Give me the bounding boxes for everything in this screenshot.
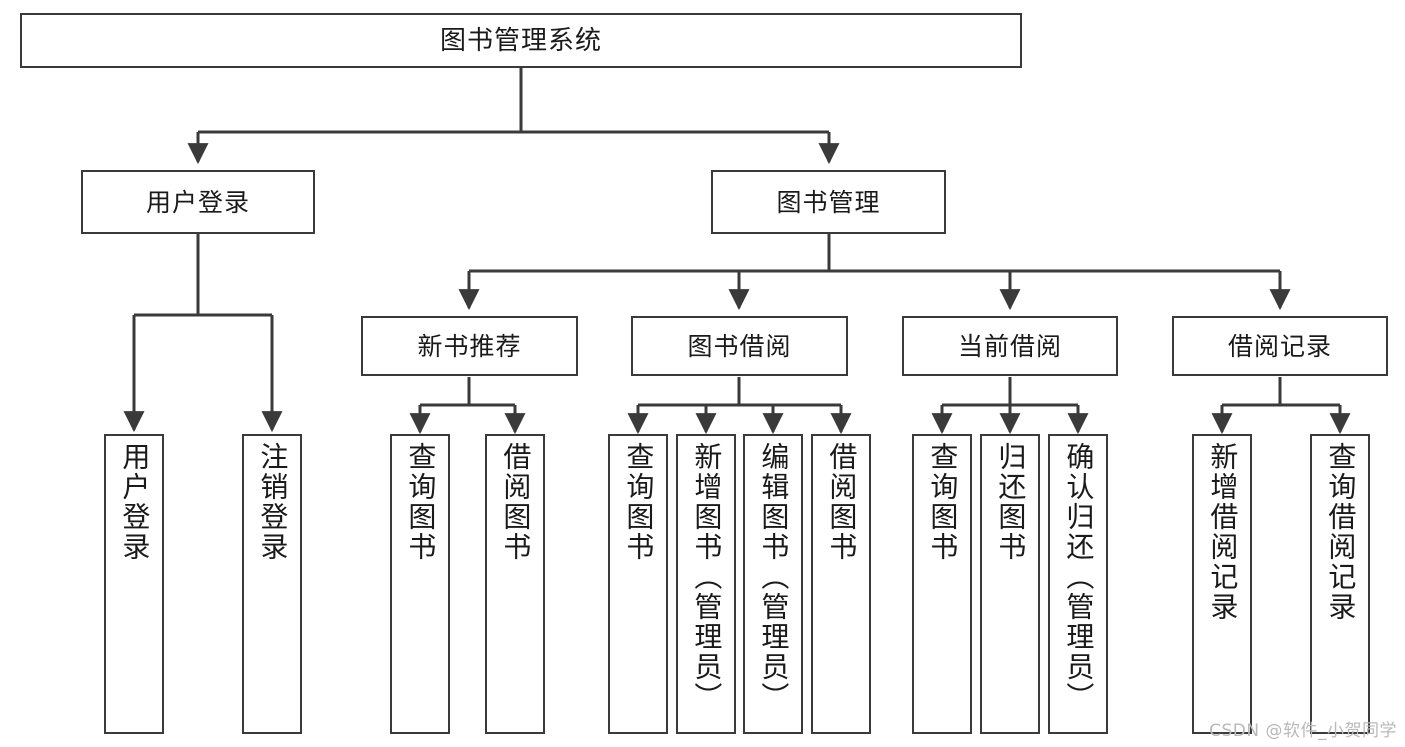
node-label: 图书管理系统	[439, 25, 602, 56]
node-label: 注销登录	[256, 442, 290, 562]
node-user-login[interactable]: 用户登录	[81, 170, 315, 234]
node-book-management[interactable]: 图书管理	[711, 170, 946, 234]
leaf-borrow-record-query[interactable]: 查询借阅记录	[1310, 434, 1370, 734]
leaf-book-borrow-add[interactable]: 新增图书（管理员）	[676, 434, 736, 734]
leaf-book-borrow-edit[interactable]: 编辑图书（管理员）	[743, 434, 803, 734]
leaf-book-borrow-borrow[interactable]: 借阅图书	[811, 434, 871, 734]
node-label: 借阅图书	[499, 442, 533, 562]
node-label: 编辑图书（管理员）	[757, 442, 791, 712]
node-current-borrow[interactable]: 当前借阅	[902, 316, 1118, 376]
leaf-new-book-borrow[interactable]: 借阅图书	[485, 434, 545, 734]
leaf-user-login-logout[interactable]: 注销登录	[242, 434, 302, 734]
node-borrow-records[interactable]: 借阅记录	[1172, 316, 1388, 376]
leaf-current-borrow-return[interactable]: 归还图书	[980, 434, 1040, 734]
leaf-borrow-record-add[interactable]: 新增借阅记录	[1192, 434, 1252, 734]
leaf-new-book-query[interactable]: 查询图书	[390, 434, 450, 734]
node-label: 图书管理	[776, 187, 881, 217]
node-label: 图书借阅	[687, 331, 792, 361]
node-root-book-management-system[interactable]: 图书管理系统	[20, 13, 1022, 68]
node-book-borrow[interactable]: 图书借阅	[631, 316, 848, 376]
node-label: 借阅图书	[825, 442, 859, 562]
node-label: 查询借阅记录	[1324, 442, 1358, 622]
node-label: 归还图书	[994, 442, 1028, 562]
node-label: 查询图书	[622, 442, 656, 562]
leaf-current-borrow-query[interactable]: 查询图书	[912, 434, 972, 734]
leaf-book-borrow-query[interactable]: 查询图书	[608, 434, 668, 734]
node-label: 用户登录	[145, 187, 250, 217]
node-label: 确认归还（管理员）	[1062, 442, 1096, 712]
node-label: 新增借阅记录	[1206, 442, 1240, 622]
node-label: 借阅记录	[1227, 331, 1332, 361]
node-label: 用户登录	[118, 442, 152, 562]
node-label: 新书推荐	[417, 331, 522, 361]
leaf-user-login-login[interactable]: 用户登录	[104, 434, 164, 734]
node-label: 新增图书（管理员）	[690, 442, 724, 712]
node-new-book-recommend[interactable]: 新书推荐	[361, 316, 578, 376]
node-label: 当前借阅	[957, 331, 1062, 361]
leaf-current-borrow-confirm-return[interactable]: 确认归还（管理员）	[1048, 434, 1108, 734]
node-label: 查询图书	[404, 442, 438, 562]
watermark: CSDN @软件_小贺同学	[1209, 721, 1397, 741]
node-label: 查询图书	[926, 442, 960, 562]
